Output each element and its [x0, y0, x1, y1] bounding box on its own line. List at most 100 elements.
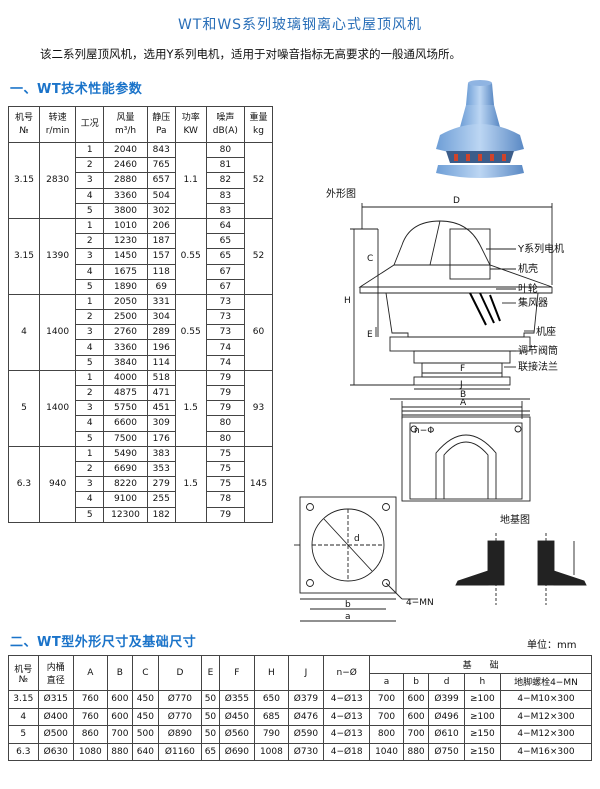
t1-header-line2: №	[19, 125, 29, 136]
t2-cell: 860	[73, 725, 108, 744]
t1-cell-pressure: 157	[146, 248, 176, 265]
t1-cell-pressure: 289	[146, 324, 176, 341]
t1-cell-condition: 1	[75, 141, 105, 159]
t2-header-base: 基 础	[369, 655, 592, 674]
svg-text:a: a	[345, 612, 351, 622]
t1-cell-condition: 4	[75, 415, 105, 432]
t1-header-line2: kg	[253, 125, 264, 136]
t2-cell: 600	[106, 707, 134, 726]
t1-cell-flow: 6690	[103, 460, 148, 478]
t2-cell: 4−Ø13	[323, 707, 371, 726]
t1-cell-flow: 7500	[103, 430, 148, 447]
t2-cell: 50	[201, 725, 220, 744]
t1-cell-condition: 3	[75, 172, 105, 189]
t2-cell: 65	[201, 742, 220, 761]
t1-cell-flow: 2880	[103, 172, 148, 189]
t1-cell-noise: 81	[205, 157, 246, 174]
t2-cell: Ø476	[287, 707, 325, 726]
t1-cell-pressure: 206	[146, 217, 176, 235]
t2-cell: Ø750	[428, 742, 465, 761]
t2-cell: 4−Ø18	[323, 742, 371, 761]
t1-cell-flow: 2040	[103, 141, 148, 159]
t1-cell-flow: 12300	[103, 506, 148, 523]
t2-cell: 4−Ø13	[323, 690, 371, 709]
t2-cell: 4−M12×300	[499, 707, 593, 726]
t1-cell-power: 1.5	[174, 369, 207, 447]
t1-cell-flow: 1890	[103, 278, 148, 295]
t1-header-line2: m³/h	[114, 125, 137, 136]
t1-cell-flow: 6600	[103, 415, 148, 432]
t1-cell-noise: 75	[205, 460, 246, 478]
t2-cell: 4−Ø13	[323, 725, 371, 744]
t2-cell: ≥100	[463, 690, 501, 709]
t2-cell: Ø560	[218, 725, 256, 744]
svg-text:C: C	[367, 254, 373, 264]
t1-cell-no: 3.15	[8, 142, 40, 219]
t1-cell-noise: 73	[205, 324, 246, 341]
t1-cell-noise: 79	[205, 506, 246, 523]
unit-label: 单位：mm	[527, 640, 577, 651]
svg-text:调节阀筒: 调节阀筒	[518, 344, 558, 357]
t1-cell-flow: 5490	[103, 445, 148, 462]
t2-cell: 760	[73, 707, 108, 726]
t2-cell: ≥100	[463, 707, 501, 726]
t1-cell-pressure: 471	[146, 384, 176, 402]
t1-cell-pressure: 843	[146, 141, 176, 159]
t2-cell: Ø379	[287, 690, 325, 709]
t1-header-line2: KW	[183, 125, 198, 136]
t1-cell-noise: 80	[205, 141, 246, 159]
section-title-dimensions: 二、WT型外形尺寸及基础尺寸	[10, 635, 197, 650]
t2-header-col: C	[132, 655, 159, 691]
t1-cell-pressure: 518	[146, 369, 176, 387]
t1-cell-no: 3.15	[8, 217, 40, 295]
t2-cell: 640	[132, 742, 159, 761]
svg-text:F: F	[460, 364, 465, 374]
t2-cell: 600	[106, 690, 134, 709]
t1-cell-flow: 5750	[103, 400, 148, 417]
t1-cell-flow: 8220	[103, 476, 148, 493]
t2-cell: Ø630	[37, 742, 75, 761]
t2-cell: Ø496	[428, 707, 465, 726]
t1-cell-rpm: 940	[38, 445, 77, 523]
t1-cell-flow: 1010	[103, 217, 148, 235]
t1-cell-no: 4	[8, 293, 40, 371]
t2-cell: 4	[8, 707, 39, 726]
t2-cell: 4−M16×300	[499, 742, 593, 761]
t2-header-col: E	[201, 655, 220, 691]
t2-cell: 600	[402, 690, 430, 709]
svg-text:Y系列电机: Y系列电机	[517, 242, 564, 255]
t1-cell-flow: 3360	[103, 187, 148, 204]
t2-cell: 700	[106, 725, 134, 744]
t1-header-line1: 噪声	[216, 112, 235, 123]
t1-cell-condition: 3	[75, 248, 105, 265]
t1-cell-noise: 83	[205, 202, 246, 219]
t1-cell-power: 0.55	[174, 217, 207, 295]
t1-cell-condition: 3	[75, 400, 105, 417]
t2-header-base-col: a	[369, 672, 404, 691]
t2-header-no-line1: 机号	[14, 664, 33, 675]
svg-text:D: D	[453, 196, 460, 206]
t1-cell-flow: 4875	[103, 384, 148, 402]
t2-header-col: B	[106, 655, 134, 691]
t2-cell: Ø770	[157, 707, 203, 726]
t1-cell-flow: 3840	[103, 354, 148, 371]
t1-cell-noise: 65	[205, 248, 246, 265]
t1-header-line1: 工况	[80, 119, 99, 129]
t2-header-col: D	[157, 655, 203, 691]
t1-cell-power: 1.1	[174, 142, 207, 219]
t1-cell-weight: 93	[244, 369, 273, 447]
